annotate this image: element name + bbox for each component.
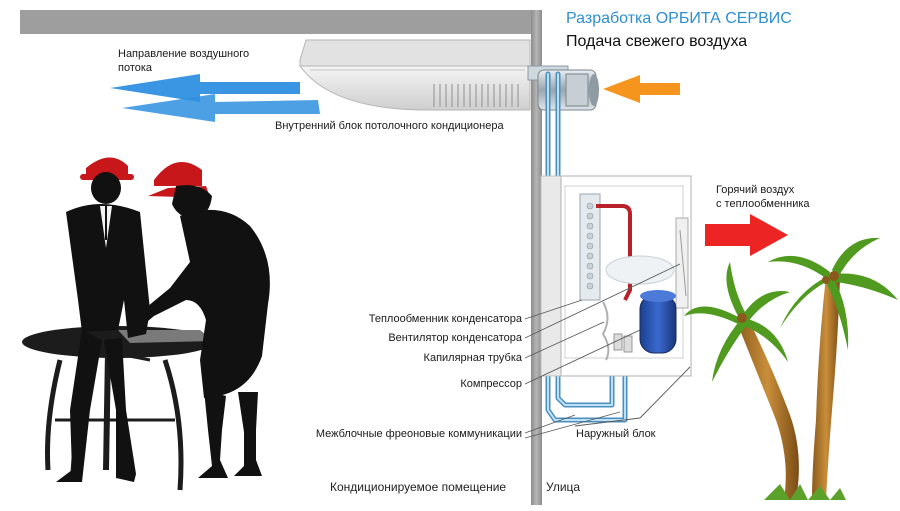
room-label: Кондиционируемое помещение <box>330 480 507 494</box>
airflow-label-line2: потока <box>118 62 153 74</box>
compressor-label: Компрессор <box>460 378 522 390</box>
brand-title: Разработка ОРБИТА СЕРВИС <box>566 10 792 27</box>
airflow-arrows <box>110 74 320 122</box>
exterior-wall <box>531 10 542 505</box>
airflow-label-line1: Направление воздушного <box>118 48 250 60</box>
indoor-unit-label: Внутренний блок потолочного кондиционера <box>275 120 504 132</box>
fresh-air-heading: Подача свежего воздуха <box>566 33 748 50</box>
fresh-air-duct <box>527 65 599 111</box>
callout-lines <box>524 263 691 439</box>
ceiling-slab <box>20 10 541 34</box>
outdoor-unit <box>540 175 692 377</box>
interunit-lines-label: Межблочные фреоновые коммуникации <box>315 428 522 440</box>
man-silhouette <box>56 157 150 482</box>
condenser-hx-label: Теплообменник конденсатора <box>368 313 522 325</box>
capillary-tube-label: Капилярная трубка <box>423 352 522 364</box>
hot-air-arrow <box>705 214 788 256</box>
hot-air-label-line1: Горячий воздух <box>716 184 795 196</box>
condenser-fan-label: Вентилятор конденсатора <box>388 332 522 344</box>
hot-air-label-line2: с теплообменника <box>716 198 810 210</box>
fresh-air-arrow <box>603 75 680 103</box>
woman-silhouette <box>136 162 270 478</box>
street-label: Улица <box>546 480 581 494</box>
palm-trees-illustration <box>684 237 898 500</box>
indoor-ceiling-unit <box>299 39 531 111</box>
outdoor-unit-label: Наружный блок <box>576 428 656 440</box>
